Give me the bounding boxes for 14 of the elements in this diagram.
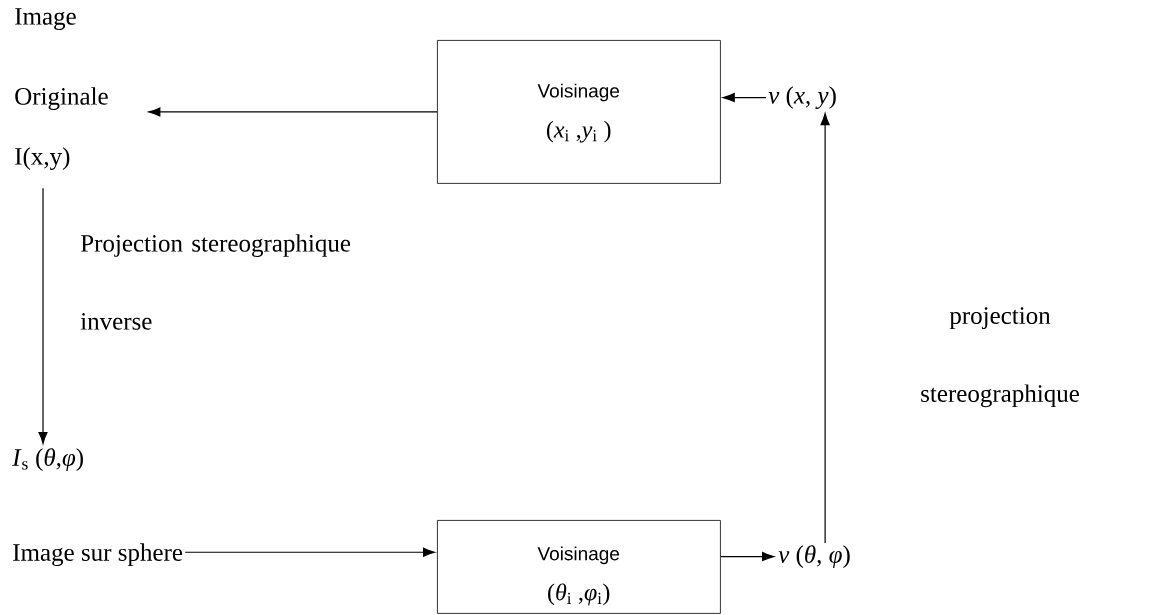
node-text: I$_{s}$ (θ,φ) Image sur sphere	[12, 448, 183, 567]
arrow	[38, 187, 48, 444]
node-text: Image Originale I(x,y)	[15, 8, 108, 170]
arrow	[820, 113, 830, 544]
node-text: v (θ, φ)	[778, 545, 850, 568]
process-box: Voisinage (x$_{i}$ ,y$_{i}$ )	[437, 40, 721, 184]
arrow	[720, 552, 774, 562]
node-text: v (x, y)	[768, 86, 836, 109]
arrow	[722, 93, 767, 103]
edge-label: Projection stereographique inverse	[80, 234, 351, 330]
arrow	[148, 107, 438, 117]
process-box: Voisinage (θ$_{i}$ ,φ$_{i}$)	[437, 520, 721, 614]
arrow	[184, 547, 436, 557]
edge-label: projection stereographique	[921, 307, 1079, 408]
